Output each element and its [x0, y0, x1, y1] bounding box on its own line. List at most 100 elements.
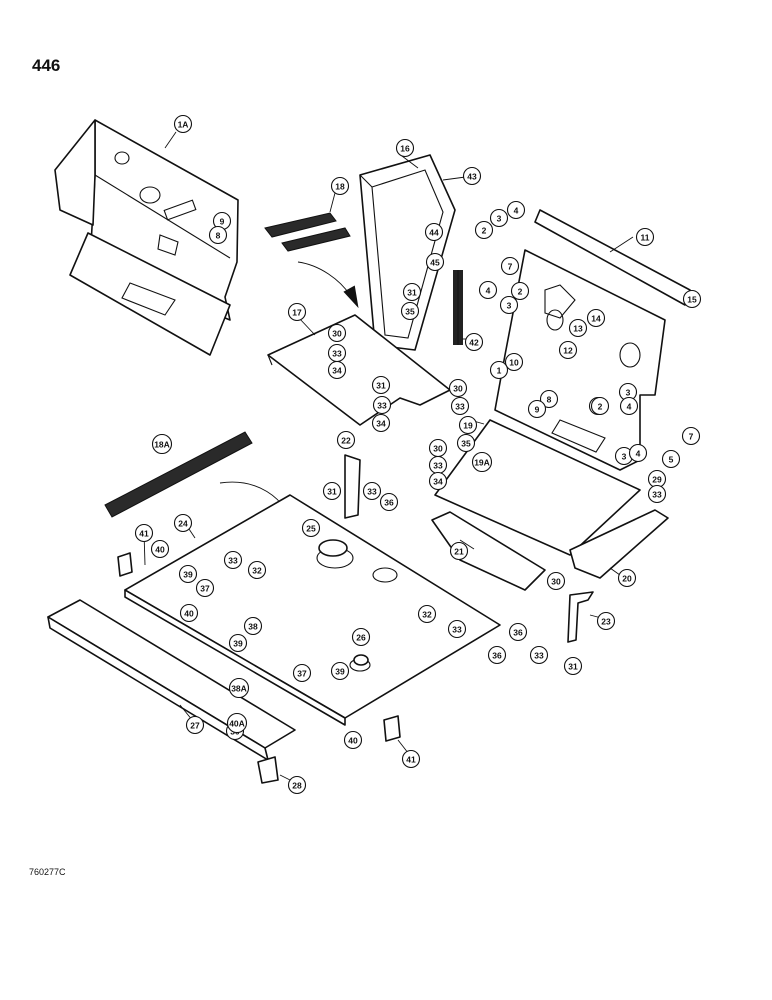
callout-label: 7 [689, 432, 694, 442]
callout-19a: 19A [471, 451, 493, 473]
callout-31: 31 [322, 481, 342, 501]
callout-label: 34 [376, 419, 386, 429]
callout-label: 30 [433, 444, 443, 454]
callout-4: 4 [478, 280, 498, 300]
callout-7: 7 [500, 256, 520, 276]
callout-label: 32 [422, 610, 432, 620]
callout-label: 2 [598, 402, 603, 412]
callout-label: 18 [335, 182, 345, 192]
callout-label: 9 [220, 217, 225, 227]
callout-label: 40 [184, 609, 194, 619]
callout-33: 33 [428, 455, 448, 475]
callout-40: 40 [343, 730, 363, 750]
callout-2: 2 [510, 281, 530, 301]
callout-3: 3 [499, 295, 519, 315]
callout-33: 33 [372, 395, 392, 415]
callout-label: 41 [406, 755, 416, 765]
callout-18a: 18A [151, 433, 173, 455]
callout-label: 29 [652, 475, 662, 485]
callout-31: 31 [563, 656, 583, 676]
callout-label: 8 [547, 395, 552, 405]
callout-label: 37 [297, 669, 307, 679]
callout-14: 14 [586, 308, 606, 328]
callout-23: 23 [596, 611, 616, 631]
callout-30: 30 [327, 323, 347, 343]
callout-33: 33 [450, 396, 470, 416]
callout-10: 10 [504, 352, 524, 372]
drawing-code: 760277C [29, 867, 66, 877]
callout-label: 33 [452, 625, 462, 635]
callout-label: 18A [154, 440, 170, 450]
callout-label: 30 [551, 577, 561, 587]
callout-12: 12 [558, 340, 578, 360]
callout-19: 19 [458, 415, 478, 435]
callout-label: 34 [332, 366, 342, 376]
callout-37: 37 [195, 578, 215, 598]
callout-label: 4 [627, 402, 632, 412]
callout-label: 25 [306, 524, 316, 534]
callout-label: 31 [407, 288, 417, 298]
callout-label: 41 [139, 529, 149, 539]
callout-label: 40A [229, 719, 245, 729]
callout-label: 40 [348, 736, 358, 746]
callout-36: 36 [379, 492, 399, 512]
callout-label: 33 [534, 651, 544, 661]
callout-label: 31 [376, 381, 386, 391]
callout-label: 30 [453, 384, 463, 394]
callout-39: 39 [330, 661, 350, 681]
callout-41: 41 [401, 749, 421, 769]
callout-24: 24 [173, 513, 193, 533]
callout-label: 3 [626, 388, 631, 398]
callout-9: 9 [527, 399, 547, 419]
callout-44: 44 [424, 222, 444, 242]
callout-label: 33 [377, 401, 387, 411]
callout-30: 30 [546, 571, 566, 591]
callout-13: 13 [568, 318, 588, 338]
callout-label: 35 [405, 307, 415, 317]
callout-2: 2 [590, 396, 610, 416]
callout-17: 17 [287, 302, 307, 322]
callout-42: 42 [464, 332, 484, 352]
callout-34: 34 [327, 360, 347, 380]
callout-label: 27 [190, 721, 200, 731]
callout-label: 40 [155, 545, 165, 555]
callout-label: 17 [292, 308, 302, 318]
callout-label: 38 [248, 622, 258, 632]
callout-label: 23 [601, 617, 611, 627]
part-22-bracket [344, 454, 361, 519]
callout-label: 44 [429, 228, 439, 238]
callout-22: 22 [336, 430, 356, 450]
callout-label: 2 [482, 226, 487, 236]
callout-36: 36 [508, 622, 528, 642]
callout-label: 33 [455, 402, 465, 412]
callout-label: 20 [622, 574, 632, 584]
part-17-plate [267, 314, 451, 426]
callout-label: 7 [508, 262, 513, 272]
callout-2: 2 [474, 220, 494, 240]
part-26-plug [353, 654, 369, 666]
callout-label: 35 [461, 439, 471, 449]
callout-35: 35 [400, 301, 420, 321]
callout-33: 33 [529, 645, 549, 665]
callout-label: 15 [687, 295, 697, 305]
callout-18: 18 [330, 176, 350, 196]
callout-label: 37 [200, 584, 210, 594]
callout-15: 15 [682, 289, 702, 309]
callout-label: 5 [669, 455, 674, 465]
callout-label: 2 [518, 287, 523, 297]
callout-label: 3 [622, 452, 627, 462]
callout-7: 7 [681, 426, 701, 446]
callout-label: 9 [535, 405, 540, 415]
callout-34: 34 [428, 471, 448, 491]
callout-27: 27 [185, 715, 205, 735]
callout-4: 4 [628, 443, 648, 463]
callout-label: 1A [178, 120, 189, 130]
callout-33: 33 [447, 619, 467, 639]
part-42-spring [453, 270, 463, 345]
callout-39: 39 [178, 564, 198, 584]
callout-38a: 38A [228, 677, 250, 699]
callout-label: 8 [216, 231, 221, 241]
callout-label: 19A [474, 458, 490, 468]
callout-30: 30 [448, 378, 468, 398]
